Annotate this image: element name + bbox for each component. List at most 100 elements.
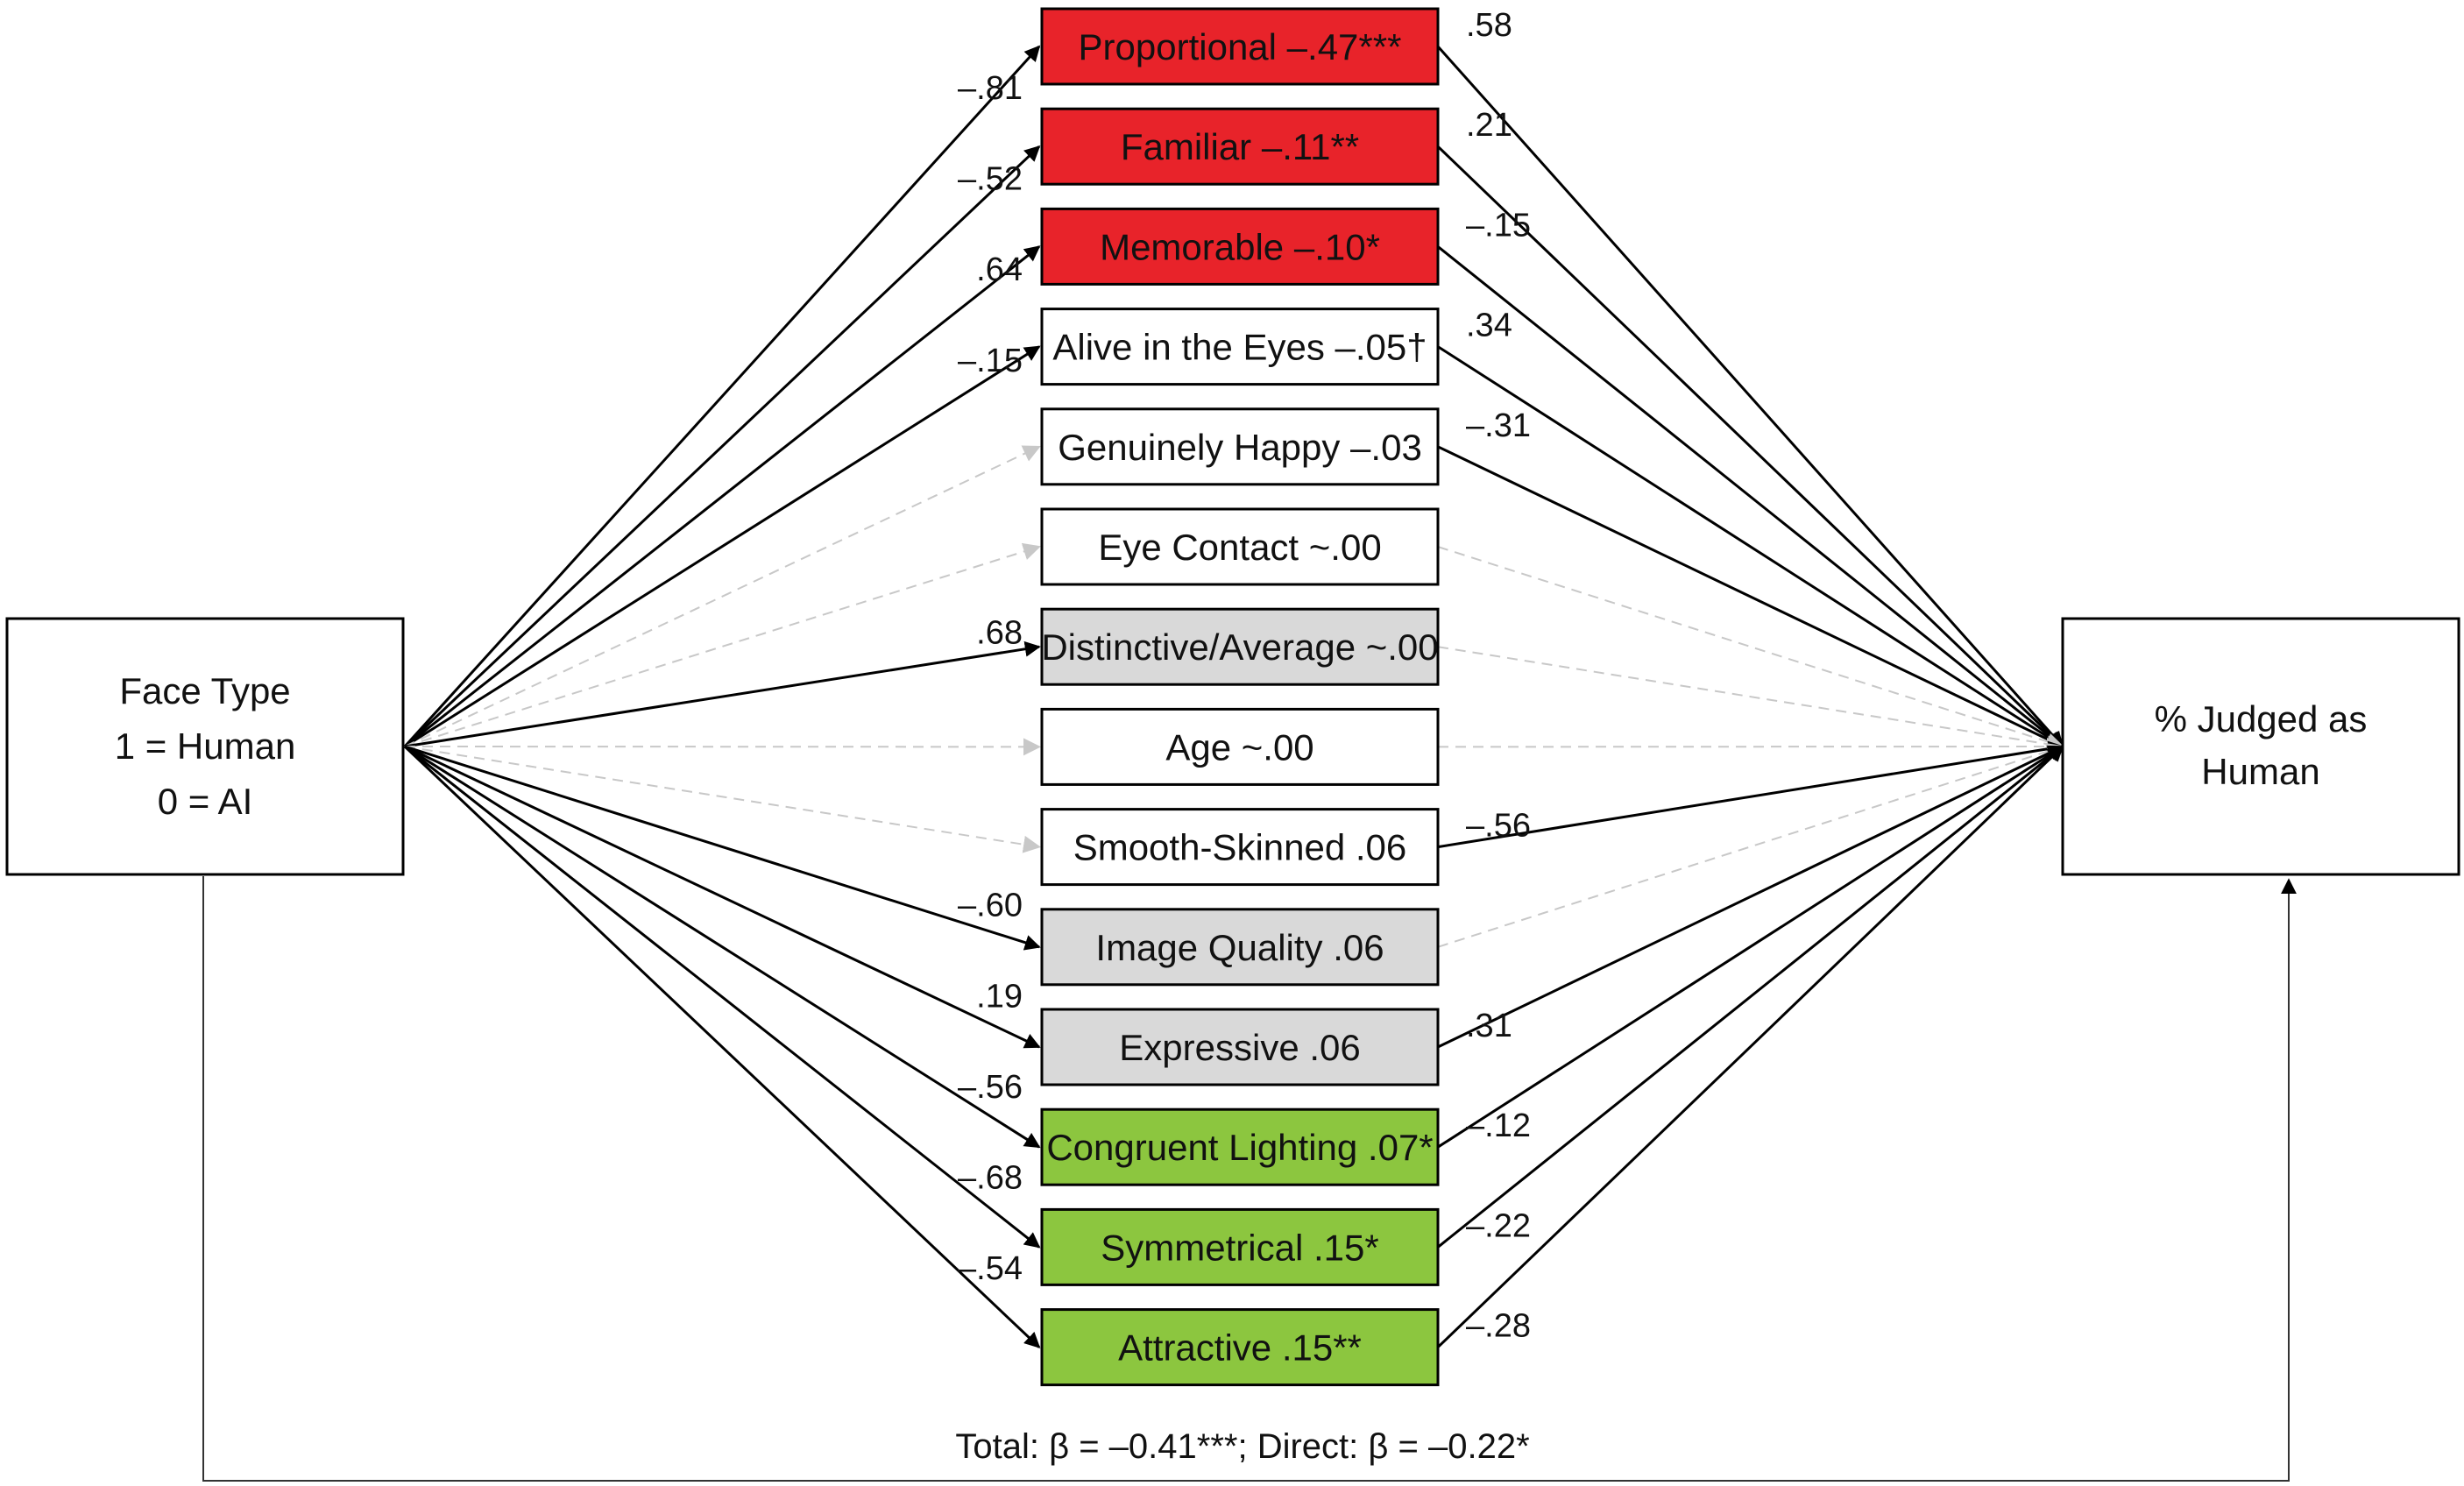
mediator-box-memorable	[1040, 207, 1440, 286]
face-type-label-line-3: 0 = AI	[158, 781, 253, 822]
a-coef-distinctive-average: .68	[976, 615, 1023, 652]
a-path-smooth-skinned	[404, 746, 1041, 853]
b-path-eye-contact	[1437, 546, 2064, 751]
mediator-label-age: Age ~.00	[1165, 726, 1313, 768]
mediator-label-familiar: Familiar –.11**	[1121, 126, 1359, 167]
mediator-eye-contact: Eye Contact ~.00	[1040, 507, 1440, 586]
mediator-memorable: Memorable –.10*	[1040, 207, 1440, 286]
b-coef-symmetrical: –.22	[1466, 1207, 1531, 1244]
face-type-box	[5, 617, 405, 876]
b-path-alive-in-the	[1437, 345, 2064, 748]
b-coef-proportional: .58	[1466, 7, 1512, 44]
a-path-symmetrical	[404, 745, 1041, 1249]
mediator-proportional: Proportional –.47***	[1040, 7, 1440, 86]
mediator-distinctive-average: Distinctive/Average ~.00	[1040, 607, 1440, 686]
b-coef-genuinely-happy: –.31	[1466, 407, 1531, 444]
mediator-congruent-lighting: Congruent Lighting .07*	[1040, 1107, 1440, 1186]
mediator-box-age	[1040, 707, 1440, 786]
mediator-attractive: Attractive .15**	[1040, 1308, 1440, 1387]
b-path-distinctive-average	[1437, 646, 2064, 754]
mediator-box-proportional	[1040, 7, 1440, 86]
b-coef-attractive: –.28	[1466, 1308, 1531, 1345]
mediator-alive-in-the: Alive in the Eyes –.05†	[1040, 308, 1440, 386]
a-coef-proportional: –.81	[958, 70, 1023, 107]
mediator-box-symmetrical	[1040, 1207, 1440, 1286]
path-arrows-layer	[403, 45, 2064, 1348]
face-type-label-line-1: Face Type	[119, 670, 290, 711]
b-path-expressive	[1437, 745, 2064, 1049]
mediator-image-quality: Image Quality .06	[1040, 908, 1440, 987]
mediator-label-congruent-lighting: Congruent Lighting .07*	[1046, 1127, 1433, 1168]
mediator-box-distinctive-average	[1040, 607, 1440, 686]
b-coef-alive-in-the: .34	[1466, 308, 1512, 344]
a-path-image-quality	[404, 745, 1041, 951]
a-path-familiar	[403, 145, 1041, 748]
b-path-image-quality	[1437, 742, 2064, 948]
mediator-box-genuinely-happy	[1040, 407, 1440, 486]
b-path-familiar	[1436, 145, 2064, 748]
effects-summary: Total: β = –0.41***; Direct: β = –0.22*	[955, 1427, 1529, 1466]
mediator-age: Age ~.00	[1040, 707, 1440, 786]
judged-human-label-line-2: Human	[2201, 751, 2319, 792]
a-path-proportional	[403, 45, 1041, 748]
a-path-distinctive-average	[404, 640, 1041, 748]
mediator-box-expressive	[1040, 1008, 1440, 1086]
b-coef-smooth-skinned: –.56	[1466, 808, 1531, 845]
mediator-label-symmetrical: Symmetrical .15*	[1101, 1227, 1378, 1268]
b-path-proportional	[1436, 46, 2064, 748]
mediator-box-eye-contact	[1040, 507, 1440, 586]
mediator-genuinely-happy: Genuinely Happy –.03	[1040, 407, 1440, 486]
mediator-label-genuinely-happy: Genuinely Happy –.03	[1058, 427, 1422, 468]
b-coef-memorable: –.15	[1466, 207, 1531, 244]
mediator-smooth-skinned: Smooth-Skinned .06	[1040, 808, 1440, 887]
a-path-congruent-lighting	[404, 745, 1041, 1149]
a-path-eye-contact	[404, 542, 1041, 747]
a-coef-congruent-lighting: –.56	[958, 1069, 1023, 1106]
a-path-genuinely-happy	[404, 445, 1041, 747]
mediator-label-distinctive-average: Distinctive/Average ~.00	[1041, 626, 1438, 668]
b-coef-familiar: .21	[1466, 107, 1512, 144]
judged-human-label-line-1: % Judged as	[2155, 698, 2368, 739]
mediator-label-expressive: Expressive .06	[1119, 1027, 1360, 1068]
a-path-memorable	[404, 245, 1041, 748]
mediator-box-smooth-skinned	[1040, 808, 1440, 887]
a-coef-image-quality: –.60	[958, 888, 1023, 924]
coefficients-layer: –.81 .58 –.52 .21 .64 –.15 –.15 .34 –.31 .68 –.56 –…	[958, 7, 1531, 1345]
a-coef-symmetrical: –.68	[958, 1160, 1023, 1197]
mediator-label-eye-contact: Eye Contact ~.00	[1098, 527, 1381, 568]
mediator-label-memorable: Memorable –.10*	[1100, 226, 1380, 267]
mediator-box-image-quality	[1040, 908, 1440, 987]
judged-human-box	[2061, 617, 2460, 876]
b-path-genuinely-happy	[1437, 445, 2064, 748]
b-coef-expressive: .31	[1466, 1008, 1512, 1044]
mediator-box-alive-in-the	[1040, 308, 1440, 386]
mediator-box-attractive	[1040, 1308, 1440, 1387]
a-coef-familiar: –.52	[958, 161, 1023, 198]
a-coef-expressive: .19	[976, 978, 1023, 1015]
face-type-label-line-2: 1 = Human	[115, 725, 296, 767]
mediator-label-smooth-skinned: Smooth-Skinned .06	[1073, 827, 1407, 868]
a-coef-attractive: –.54	[958, 1250, 1023, 1287]
a-coef-memorable: .64	[976, 251, 1023, 288]
mediator-box-congruent-lighting	[1040, 1107, 1440, 1186]
b-coef-congruent-lighting: –.12	[1466, 1107, 1531, 1144]
a-path-attractive	[403, 745, 1041, 1348]
mediator-box-familiar	[1040, 107, 1440, 186]
a-path-alive-in-the	[404, 345, 1041, 748]
b-path-smooth-skinned	[1437, 740, 2064, 849]
mediator-label-attractive: Attractive .15**	[1118, 1327, 1362, 1369]
b-path-memorable	[1437, 245, 2064, 748]
face-type-node: Face Type 1 = Human 0 = AI	[5, 617, 405, 876]
a-path-expressive	[404, 745, 1041, 1049]
mediator-familiar: Familiar –.11**	[1040, 107, 1440, 186]
b-path-congruent-lighting	[1437, 745, 2064, 1149]
mediator-label-alive-in-the: Alive in the Eyes –.05†	[1052, 327, 1427, 368]
mediator-label-proportional: Proportional –.47***	[1079, 26, 1402, 67]
mediator-expressive: Expressive .06	[1040, 1008, 1440, 1086]
b-path-symmetrical	[1437, 745, 2064, 1249]
a-coef-alive-in-the: –.15	[958, 343, 1023, 379]
mediator-symmetrical: Symmetrical .15*	[1040, 1207, 1440, 1286]
mediators-layer: Proportional –.47*** Familiar –.11** Memor…	[1040, 7, 1440, 1387]
b-path-attractive	[1436, 745, 2064, 1348]
